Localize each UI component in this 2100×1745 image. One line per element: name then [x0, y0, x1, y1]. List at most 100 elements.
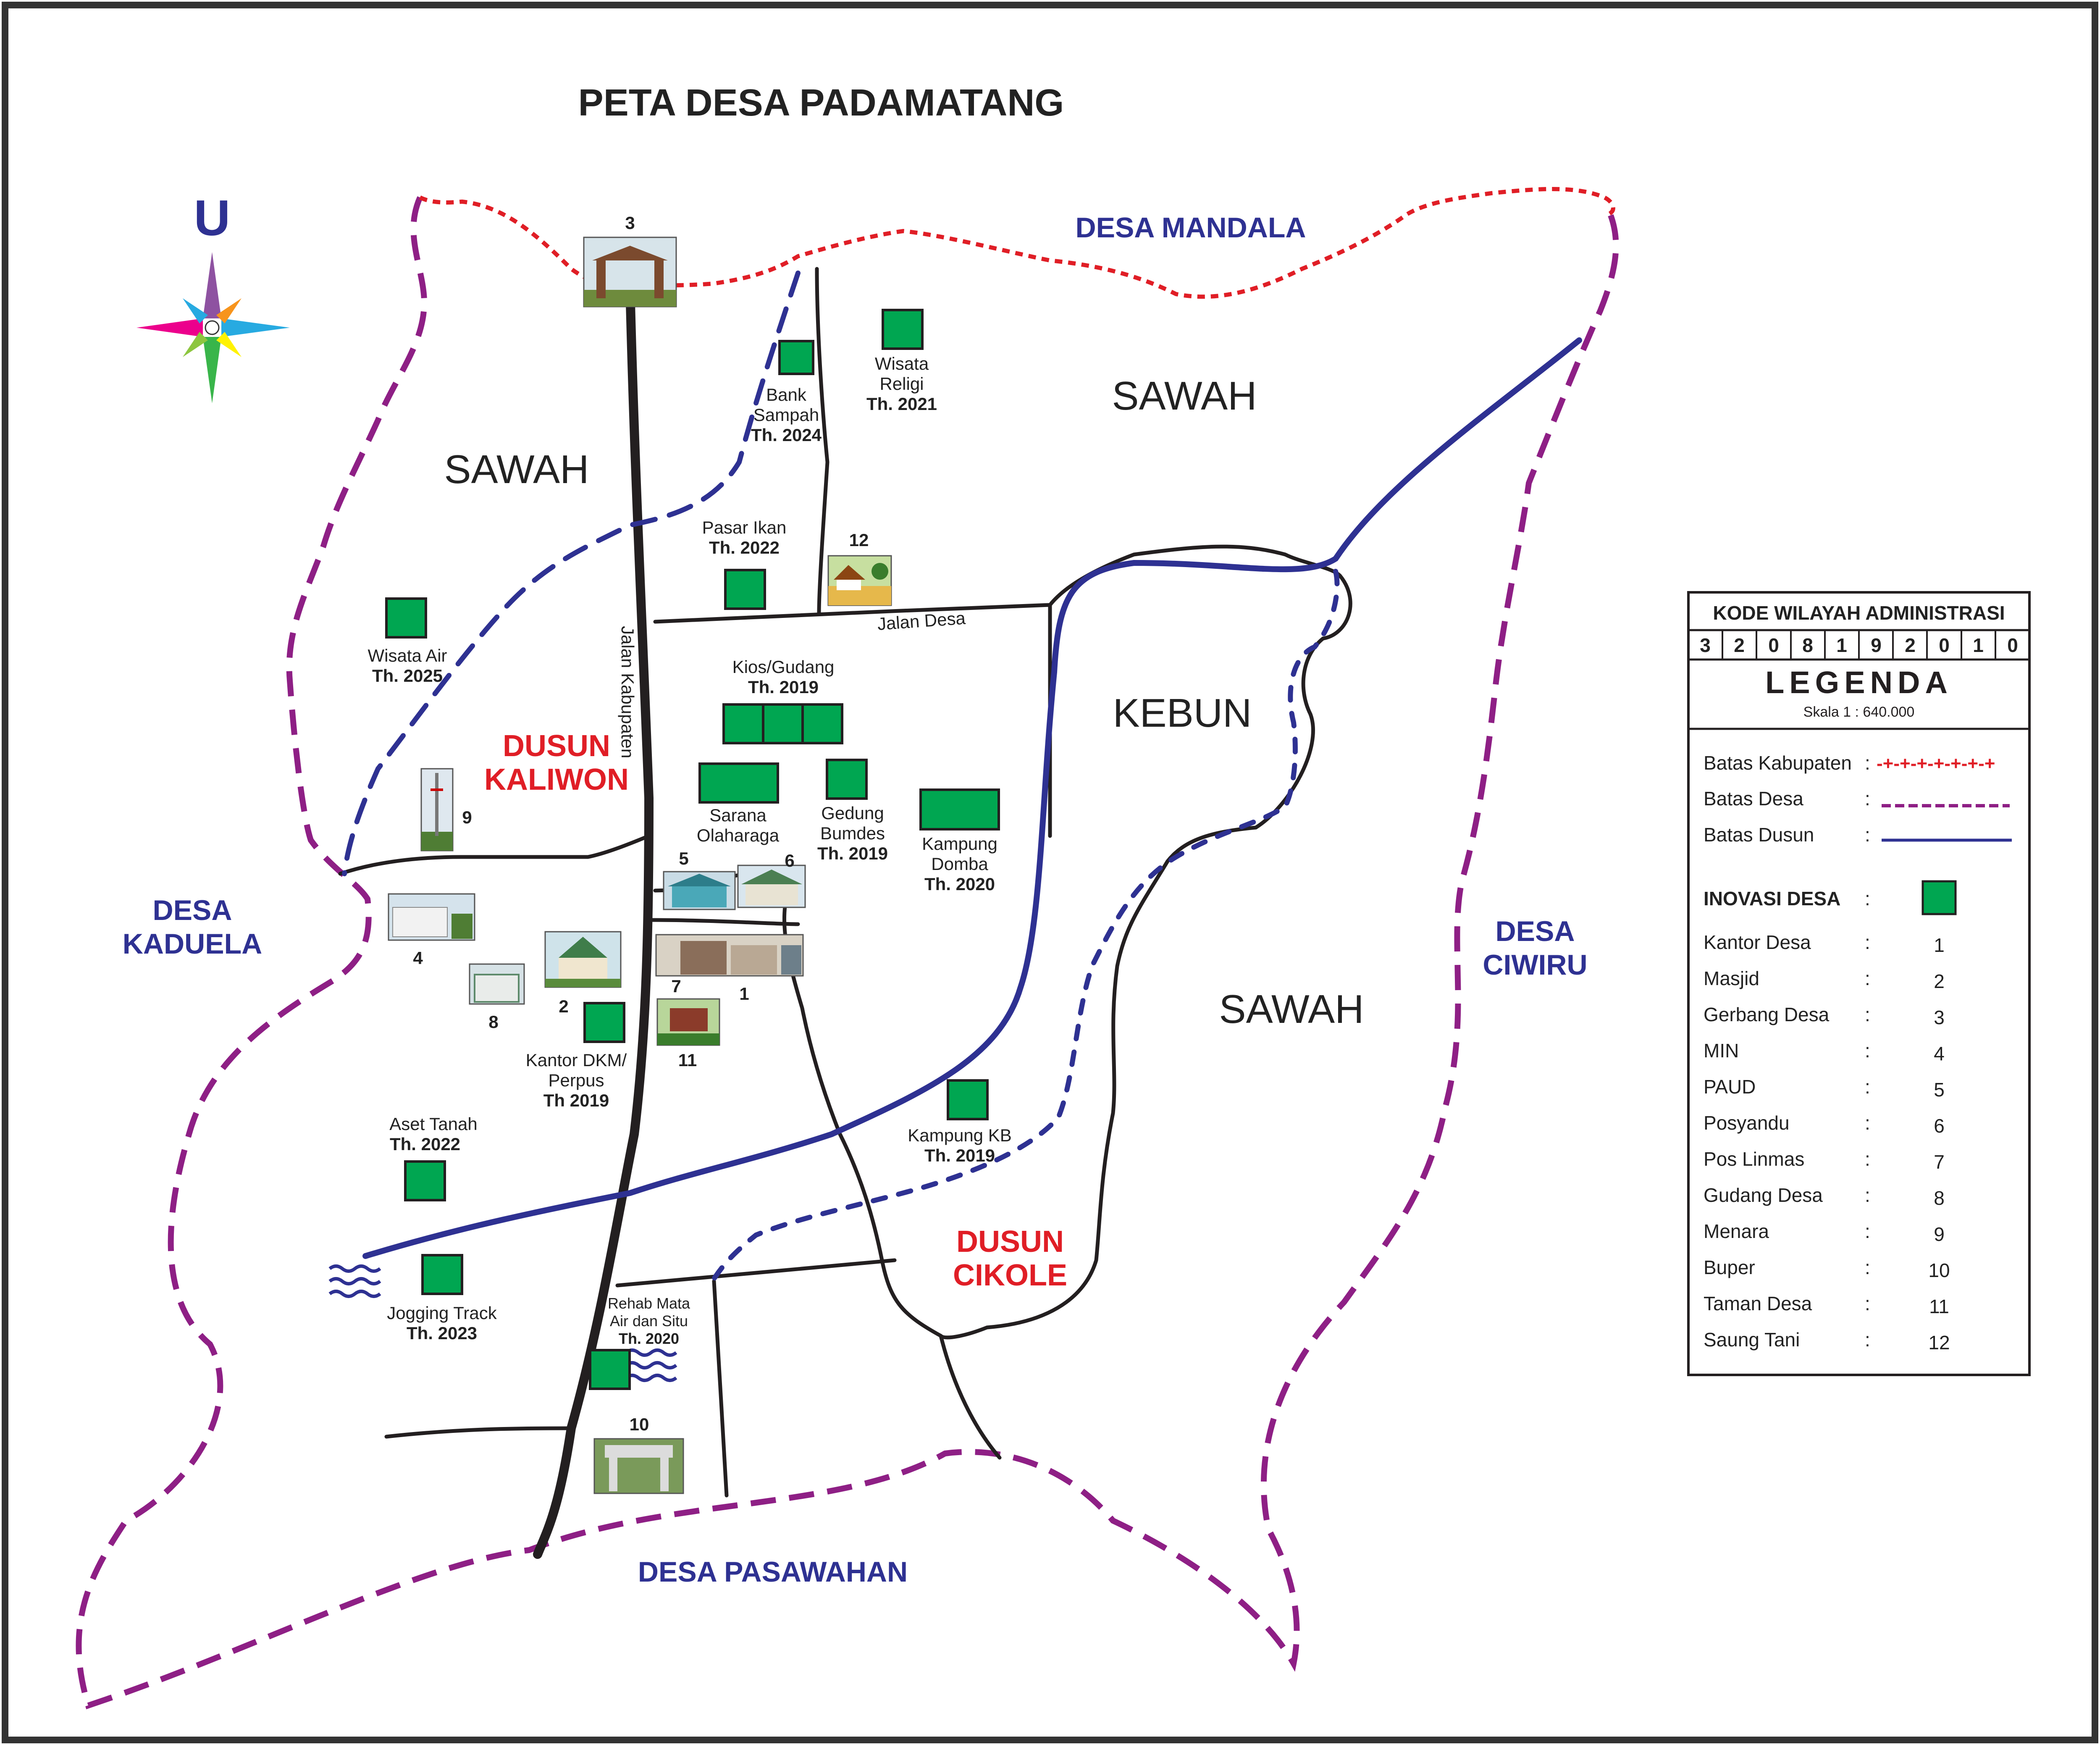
svg-text:6: 6	[1934, 1115, 1945, 1137]
legend-code-title: KODE WILAYAH ADMINISTRASI	[1713, 602, 2005, 624]
svg-text:MIN: MIN	[1704, 1040, 1739, 1062]
marker-pasar-ikan	[724, 569, 766, 610]
village-boundary	[76, 196, 1619, 1709]
legend-code-cells	[1722, 630, 1996, 660]
svg-text:7: 7	[1934, 1151, 1945, 1173]
desa-ciwiru-label-1: DESA	[1496, 915, 1575, 947]
label-gedung-bumdes-1: Gedung	[821, 803, 884, 823]
marker-wisata-religi	[882, 309, 924, 350]
photo-number-12: 12	[849, 530, 869, 550]
desa-pasawahan-label: DESA PASAWAHAN	[638, 1556, 908, 1588]
svg-text:3: 3	[1934, 1007, 1945, 1028]
code-digit-2: 2	[1734, 634, 1745, 656]
photo-number-9: 9	[462, 807, 472, 827]
legend-item: Menara: 9	[1704, 1220, 1945, 1245]
svg-text:1: 1	[1934, 934, 1945, 956]
svg-text::: :	[1865, 1076, 1870, 1098]
photo-number-4: 4	[413, 948, 423, 968]
dusun-boundary-solid	[362, 337, 1582, 1259]
code-digit-5: 1	[1836, 634, 1847, 656]
legend-item: Taman Desa:11	[1704, 1293, 1949, 1317]
photo-min	[388, 893, 475, 941]
legend-item: Buper:10	[1704, 1256, 1950, 1281]
code-digit-10: 0	[2007, 634, 2018, 656]
label-bank-sampah-1: Bank	[766, 385, 807, 405]
label-kampung-domba-year: Th. 2020	[924, 874, 995, 894]
svg-text:Taman Desa: Taman Desa	[1704, 1293, 1812, 1314]
label-kantor-dkm-year: Th 2019	[543, 1091, 609, 1110]
label-wisata-religi-year: Th. 2021	[866, 394, 937, 414]
svg-text::: :	[1865, 1184, 1870, 1206]
dusun-cikole-label-1: DUSUN	[956, 1225, 1064, 1259]
svg-text:12: 12	[1928, 1332, 1950, 1353]
compass-rose: U	[136, 190, 290, 403]
marker-kampung-domba	[919, 788, 1000, 830]
svg-text::: :	[1865, 967, 1870, 989]
code-digit-6: 9	[1871, 634, 1882, 656]
legend-item: Saung Tani: 12	[1704, 1329, 1950, 1353]
svg-text:Gerbang Desa: Gerbang Desa	[1704, 1004, 1830, 1025]
svg-text::: :	[1865, 1293, 1870, 1314]
marker-kios-3	[801, 703, 843, 744]
north-label: U	[194, 190, 231, 246]
road-kabupaten-label: Jalan Kabupaten	[618, 626, 638, 758]
road-network	[338, 267, 1352, 1498]
marker-bank-sampah	[778, 340, 814, 375]
svg-text:PAUD: PAUD	[1704, 1076, 1756, 1098]
legend-inovasi-sep: :	[1865, 888, 1870, 909]
dusun-kaliwon-label-2: KALIWON	[484, 763, 629, 796]
svg-text::: :	[1865, 1329, 1870, 1351]
svg-text::: :	[1865, 1004, 1870, 1025]
svg-text:Buper: Buper	[1704, 1256, 1755, 1278]
svg-text:9: 9	[1934, 1223, 1945, 1245]
marker-kampung-kb	[947, 1079, 989, 1120]
svg-text:10: 10	[1928, 1259, 1950, 1281]
code-digit-1: 3	[1700, 634, 1711, 656]
svg-text:Posyandu: Posyandu	[1704, 1112, 1790, 1134]
desa-kaduela-label-1: DESA	[153, 894, 232, 926]
label-wisata-air-1: Wisata Air	[368, 646, 447, 665]
water-symbol-rehab	[625, 1348, 677, 1382]
marker-kios-2	[762, 703, 804, 744]
label-gedung-bumdes-2: Bumdes	[820, 823, 885, 843]
label-rehab-1: Rehab Mata	[608, 1295, 690, 1312]
svg-text:Menara: Menara	[1704, 1220, 1769, 1242]
photo-kantor-desa	[655, 934, 804, 977]
photo-gudang-desa	[469, 963, 525, 1005]
photo-number-7: 7	[671, 976, 681, 996]
photo-number-8: 8	[488, 1012, 498, 1032]
legend-items: Kantor Desa:1 Masjid:2 Gerbang Desa:3 MI…	[1704, 931, 1950, 1353]
photo-masjid	[544, 931, 622, 988]
legend-item: Gerbang Desa: 3	[1704, 1004, 1945, 1028]
legend-panel: KODE WILAYAH ADMINISTRASI 3 2 0 8 1 9 2 …	[1687, 591, 2031, 1376]
label-jogging-year: Th. 2023	[407, 1323, 477, 1343]
dusun-cikole-label-2: CIKOLE	[953, 1259, 1067, 1292]
road-kabupaten	[533, 281, 654, 1559]
svg-text:Kantor Desa: Kantor Desa	[1704, 931, 1811, 953]
code-digit-9: 1	[1973, 634, 1984, 656]
dusun-boundary-dashed	[342, 271, 1340, 1288]
label-aset-tanah-year: Th. 2022	[390, 1134, 460, 1154]
label-wisata-religi-2: Religi	[879, 374, 924, 394]
label-bank-sampah-2: Sampah	[753, 405, 819, 425]
desa-mandala-label: DESA MANDALA	[1075, 212, 1306, 244]
svg-text::: :	[1865, 1220, 1870, 1242]
svg-text:2: 2	[1934, 970, 1945, 992]
photo-posyandu	[737, 865, 806, 908]
marker-wisata-air	[385, 597, 427, 639]
dusun-kaliwon-label-1: DUSUN	[503, 729, 610, 763]
sawah-ne-label: SAWAH	[1112, 373, 1257, 418]
legend-batas-dusun-sep: :	[1865, 824, 1870, 846]
legend-item: Pos Linmas:7	[1704, 1148, 1945, 1173]
photo-number-11: 11	[678, 1050, 697, 1070]
label-kantor-dkm-2: Perpus	[548, 1070, 604, 1090]
legend-inovasi-symbol	[1922, 880, 1957, 915]
svg-text:Saung Tani: Saung Tani	[1704, 1329, 1800, 1351]
photo-buper	[593, 1438, 684, 1494]
legend-batas-kabupaten-sample: -+-+-+-+-+-+-+	[1877, 753, 1995, 774]
marker-jogging-track	[421, 1254, 463, 1295]
svg-text::: :	[1865, 931, 1870, 953]
label-wisata-air-year: Th. 2025	[372, 666, 443, 686]
water-symbol-west	[328, 1264, 381, 1298]
